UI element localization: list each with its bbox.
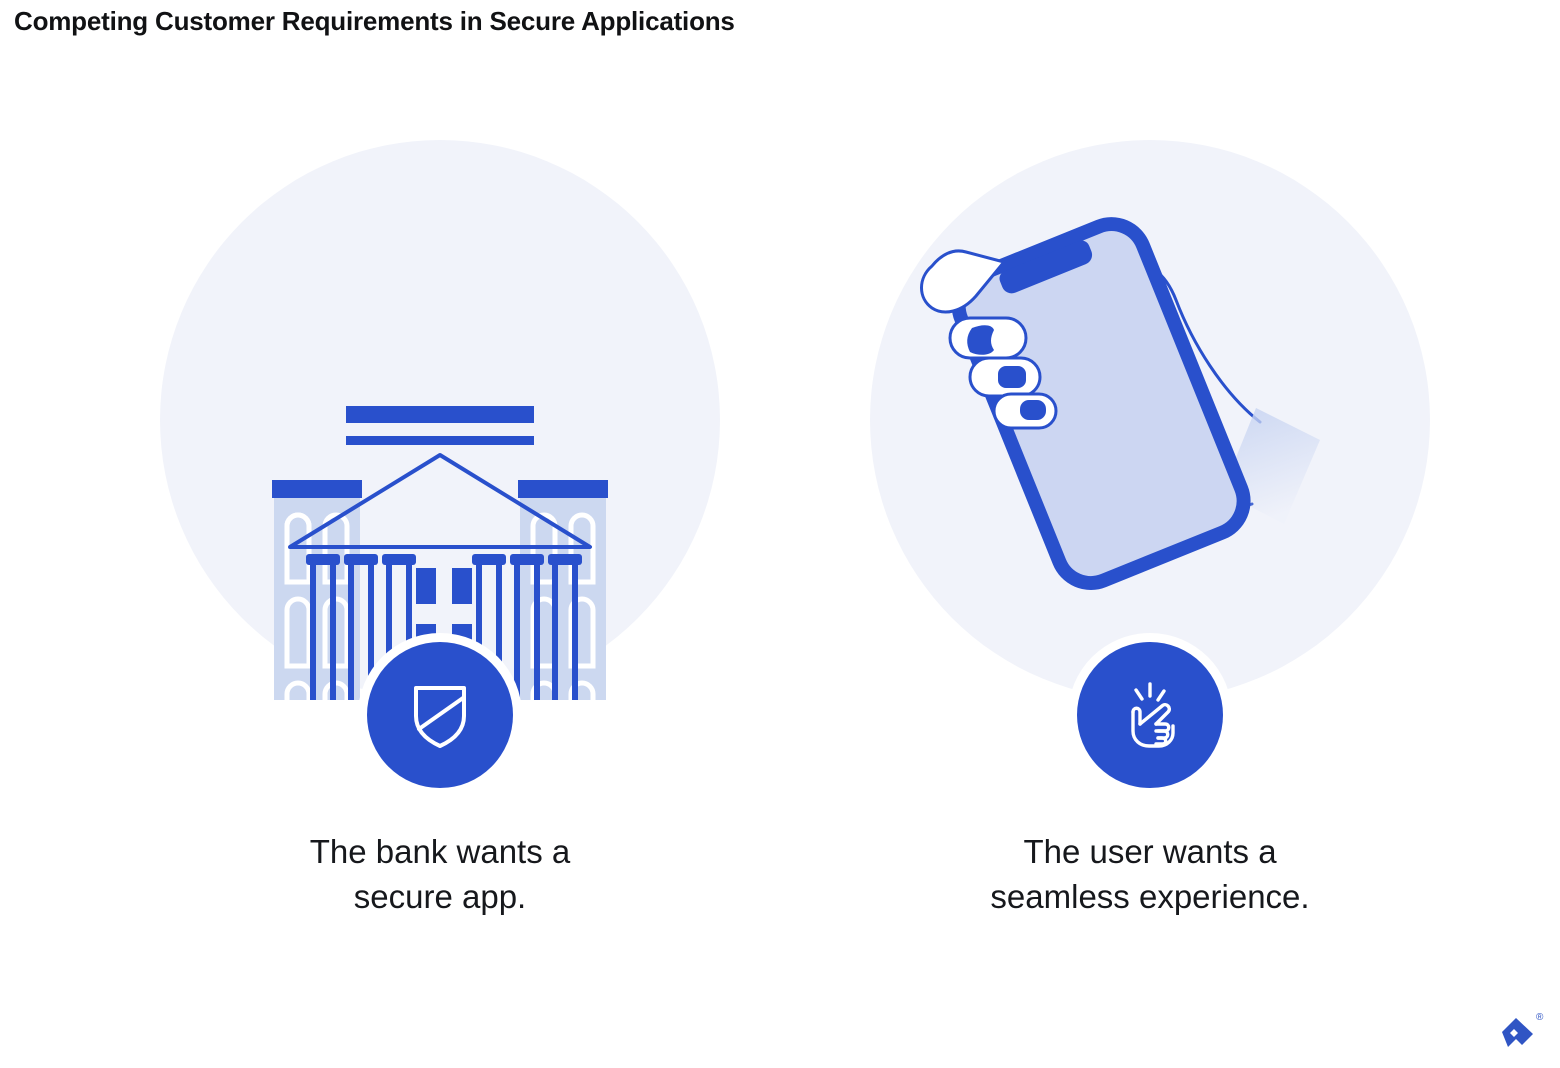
user-caption: The user wants a seamless experience.	[840, 830, 1460, 919]
svg-text:®: ®	[1536, 1012, 1544, 1023]
hand-holding-phone-illustration	[870, 140, 1430, 700]
bank-caption-line-2: secure app.	[353, 877, 527, 915]
tap-hand-icon	[1117, 680, 1183, 750]
panel-user: The user wants a seamless experience.	[840, 130, 1460, 940]
bank-caption: The bank wants a secure app.	[130, 830, 750, 919]
bank-badge	[358, 633, 522, 797]
user-badge	[1068, 633, 1232, 797]
user-caption-line-1: The user wants a	[1023, 833, 1277, 870]
panels-container: The bank wants a secure app.	[0, 130, 1560, 940]
toptal-logo: ®	[1484, 1008, 1546, 1056]
bank-caption-line-1: The bank wants a	[309, 833, 571, 870]
panel-bank: The bank wants a secure app.	[130, 130, 750, 940]
shield-icon	[411, 682, 469, 748]
user-caption-line-2: seamless experience.	[990, 877, 1310, 915]
page-title: Competing Customer Requirements in Secur…	[14, 6, 735, 36]
bank-building-illustration	[160, 140, 720, 700]
shield-badge-circle	[367, 642, 513, 788]
tap-hand-badge-circle	[1077, 642, 1223, 788]
